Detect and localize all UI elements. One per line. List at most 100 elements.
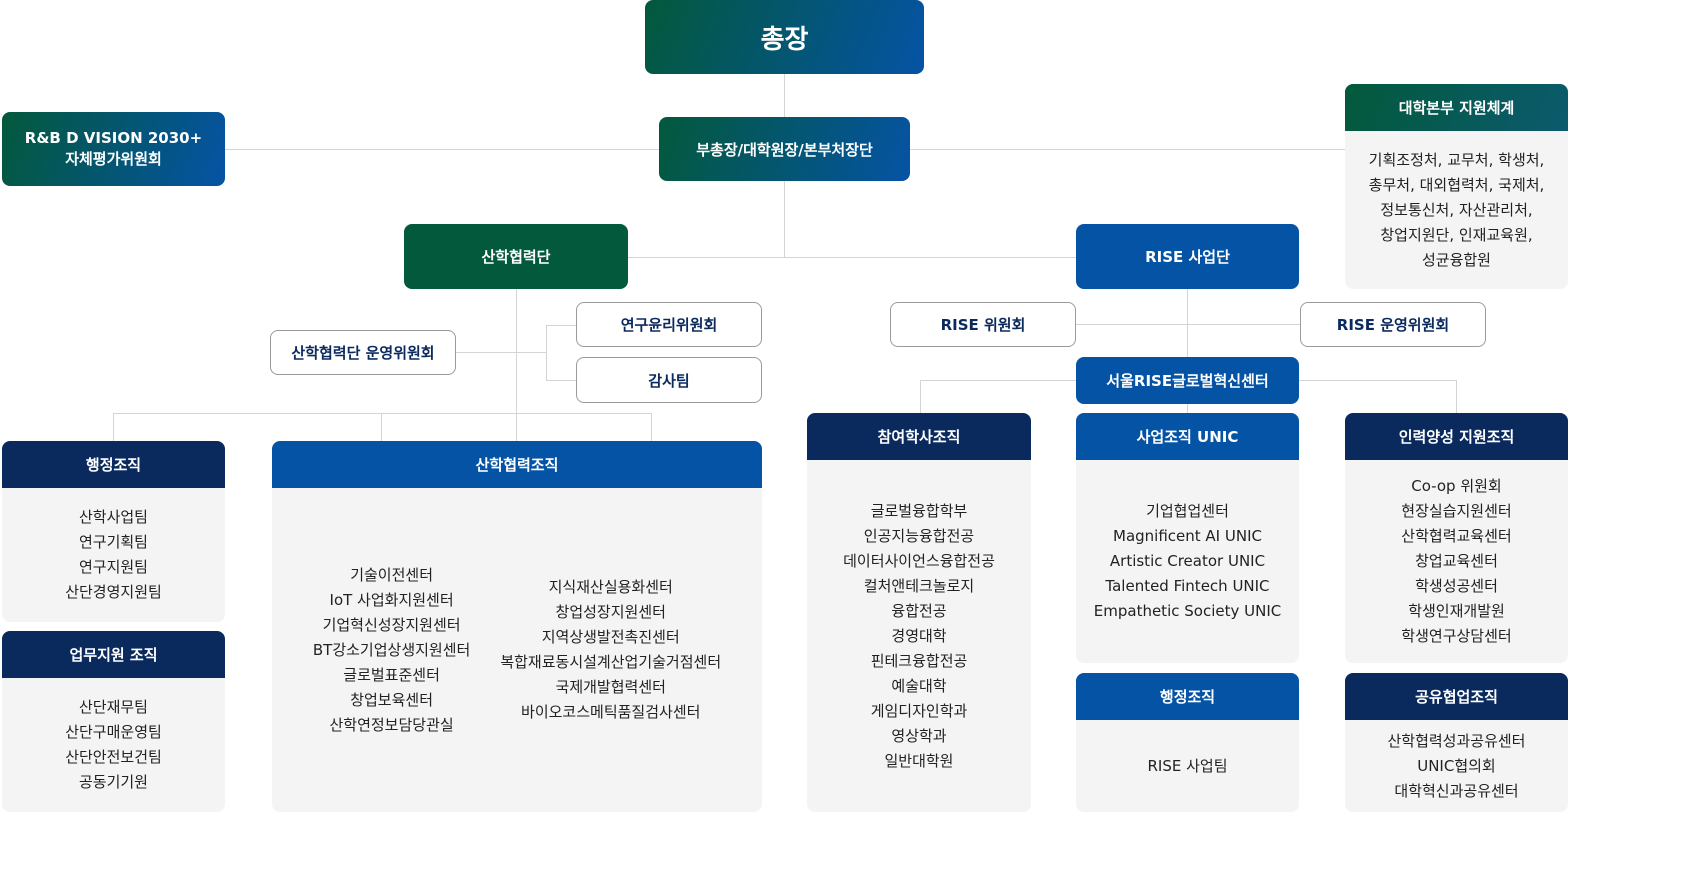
list-item: 정보통신처, 자산관리처, [1380, 200, 1533, 219]
connector [920, 380, 921, 413]
list-item: Magnificent AI UNIC [1113, 527, 1262, 545]
connector [1456, 380, 1457, 413]
list-item: 데이터사이언스융합전공 [843, 551, 995, 570]
list-item: 인공지능융합전공 [863, 526, 975, 545]
iucf-box: 산학협력단 [404, 224, 628, 289]
list-item: 성균융합원 [1421, 250, 1491, 269]
list-item: 글로벌표준센터 [343, 665, 440, 684]
rbd-vision-box: R&B D VISION 2030+ 자체평가위원회 [2, 112, 225, 186]
connector [651, 413, 652, 441]
list-item: Co-op 위원회 [1411, 477, 1502, 495]
list-item: 영상학과 [891, 726, 947, 745]
connector [456, 352, 546, 353]
list-item: 바이오코스메틱품질검사센터 [521, 703, 701, 721]
list-item: Talented Fintech UNIC [1105, 577, 1270, 595]
list-item: 산단구매운영팀 [65, 723, 162, 741]
card-title: 대학본부 지원체계 [1345, 84, 1568, 131]
connector [546, 380, 576, 381]
rbd-line2: 자체평가위원회 [65, 150, 162, 168]
list-item: 산단경영지원팀 [65, 583, 162, 601]
list-item: 핀테크융합전공 [870, 651, 968, 670]
connector [1076, 324, 1300, 325]
card-title: 산학협력조직 [272, 441, 762, 488]
connector [1187, 289, 1188, 413]
audit-team-box: 감사팀 [576, 357, 762, 403]
rise-committee-box: RISE 위원회 [890, 302, 1076, 347]
card-title: 사업조직 UNIC [1076, 413, 1299, 460]
list-item: 창업보육센터 [350, 690, 433, 709]
list-item: 경영대학 [891, 626, 947, 645]
list-item: 기획조정처, 교무처, 학생처, [1368, 150, 1545, 169]
list-item: 산학협력교육센터 [1401, 527, 1512, 545]
rise-op-committee-box: RISE 운영위원회 [1300, 302, 1486, 347]
president-box: 총장 [645, 0, 924, 74]
list-item: 복합재료동시설계산업기술거점센터 [500, 653, 722, 671]
card-title: 업무지원 조직 [2, 631, 225, 678]
list-item: 연구지원팀 [78, 558, 148, 576]
list-item: 컬처앤테크놀로지 [863, 576, 975, 595]
connector [516, 289, 517, 441]
vice-president-box: 부총장/대학원장/본부처장단 [659, 117, 910, 181]
list-item: 기술이전센터 [350, 565, 433, 584]
list-item: 융합전공 [891, 601, 947, 620]
list-item: 학생성공센터 [1415, 577, 1498, 595]
card-title: 행정조직 [2, 441, 225, 488]
list-item: 지식재산실용화센터 [548, 578, 673, 596]
list-item: 국제개발협력센터 [555, 678, 666, 696]
list-item: Empathetic Society UNIC [1093, 602, 1282, 620]
rbd-line1: R&B D VISION 2030+ [24, 129, 203, 147]
list-item: UNIC협의회 [1417, 756, 1496, 775]
list-item: 학생연구상담센터 [1401, 627, 1512, 645]
list-item: 창업지원단, 인재교육원, [1380, 225, 1533, 244]
connector [628, 257, 1076, 258]
list-item: 글로벌융합학부 [870, 501, 968, 520]
rise-box: RISE 사업단 [1076, 224, 1299, 289]
item-list: 기획조정처, 교무처, 학생처, 총무처, 대외협력처, 국제처, 정보통신처, 자… [1369, 148, 1545, 273]
list-item: 산학사업팀 [78, 508, 148, 526]
list-item: 학생인재개발원 [1408, 602, 1505, 620]
connector [113, 413, 651, 414]
list-item: 공동기기원 [78, 773, 148, 791]
item-list: RISE 사업팀 [1147, 754, 1227, 779]
list-item: RISE 사업팀 [1147, 756, 1228, 775]
card-title: 인력양성 지원조직 [1345, 413, 1568, 460]
connector [113, 413, 114, 441]
list-item: 연구기획팀 [78, 533, 148, 551]
list-item: 산학협력성과공유센터 [1387, 731, 1526, 750]
list-item: 창업성장지원센터 [555, 603, 666, 621]
list-item: 창업교육센터 [1415, 552, 1498, 570]
connector [546, 325, 547, 380]
hq-support-card: 대학본부 지원체계 기획조정처, 교무처, 학생처, 총무처, 대외협력처, 국제… [1345, 84, 1568, 289]
ethics-committee-box: 연구윤리위원회 [576, 302, 762, 347]
rise-admin-card: 행정조직 RISE 사업팀 [1076, 673, 1299, 812]
list-item: 산학연정보담당관실 [329, 715, 454, 734]
list-item: 현장실습지원센터 [1401, 502, 1512, 520]
seoul-rise-center-box: 서울RISE글로벌혁신센터 [1076, 357, 1299, 404]
list-item: Artistic Creator UNIC [1109, 552, 1266, 570]
list-item: BT강소기업상생지원센터 [312, 640, 471, 659]
list-item: 예술대학 [891, 676, 947, 695]
connector [546, 325, 576, 326]
list-item: 지역상생발전촉진센터 [541, 628, 680, 646]
list-item: 기업혁신성장지원센터 [322, 615, 461, 634]
list-item: 게임디자인학과 [870, 701, 968, 720]
list-item: 일반대학원 [884, 751, 954, 770]
iucf-committee-box: 산학협력단 운영위원회 [270, 330, 456, 375]
list-item: 대학혁신과공유센터 [1394, 781, 1519, 800]
list-item: IoT 사업화지원센터 [329, 590, 454, 609]
list-item: 산단재무팀 [78, 698, 148, 716]
list-item: 총무처, 대외협력처, 국제처, [1368, 175, 1545, 194]
connector [381, 413, 382, 441]
